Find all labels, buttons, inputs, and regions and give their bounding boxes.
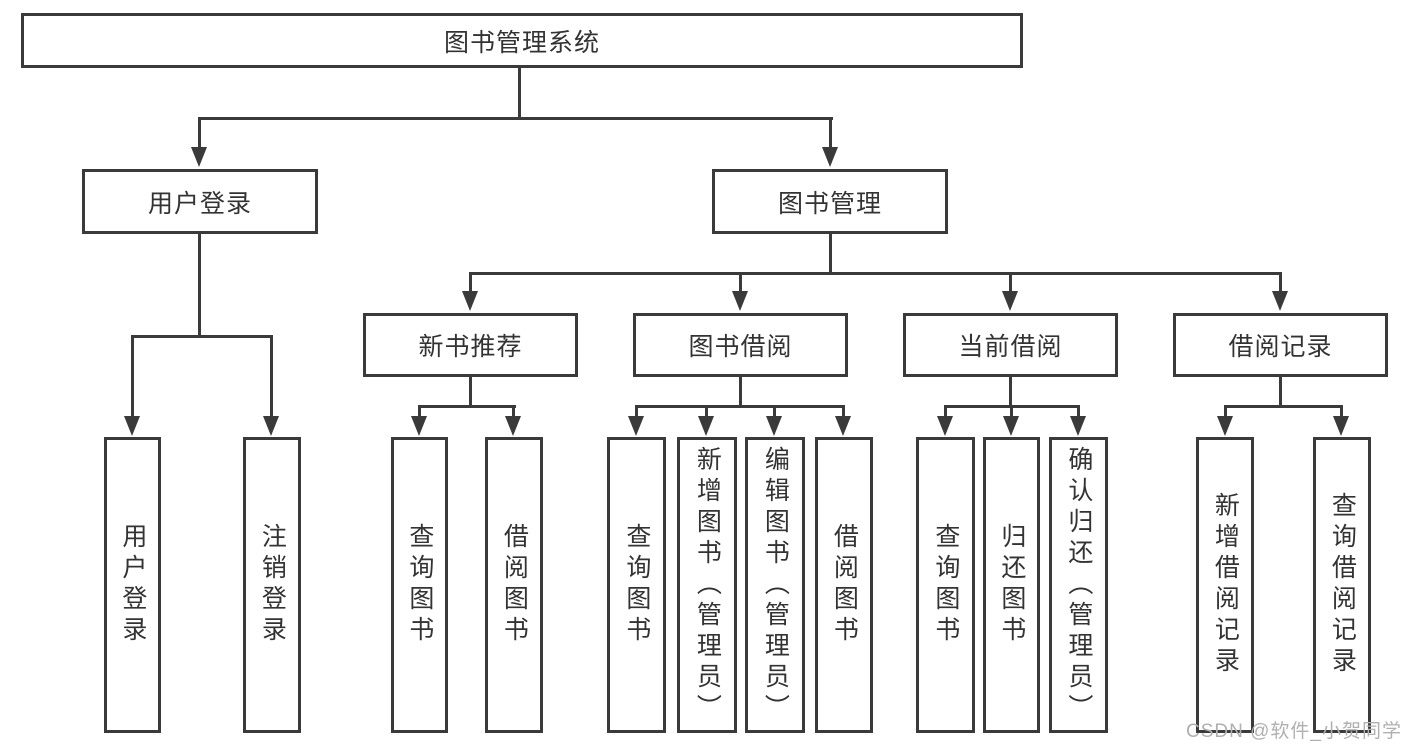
node-current-borrowing-label: 当前借阅 xyxy=(958,333,1063,361)
arrowhead-cb-return xyxy=(1003,416,1019,436)
connector-arrow-user-login xyxy=(198,117,201,150)
node-book-management: 图书管理 xyxy=(712,169,948,234)
leaf-cb-confirm-return-admin: 确认归还（管理员） xyxy=(1049,437,1108,733)
connector-arrow-nb-borrow xyxy=(512,405,515,420)
leaf-br-query-record: 查询借阅记录 xyxy=(1313,437,1371,733)
node-current-borrowing: 当前借阅 xyxy=(903,313,1118,377)
connector-arrow-br-add xyxy=(1224,405,1227,420)
leaf-bb-borrow-book-label: 借阅图书 xyxy=(830,523,859,647)
csdn-watermark: CSDN @软件_小贺同学 xyxy=(1186,721,1402,742)
connector-user-login-stem xyxy=(198,234,201,338)
connector-borrow-records-branch xyxy=(1224,405,1343,408)
leaf-bb-edit-book-admin: 编辑图书（管理员） xyxy=(745,437,805,733)
arrowhead-book-borrow xyxy=(732,291,748,311)
connector-book-borrow-stem xyxy=(739,377,742,408)
connector-arrow-current-borrow xyxy=(1009,272,1012,295)
connector-arrow-borrow-records xyxy=(1279,272,1282,295)
connector-arrow-new-book xyxy=(469,272,472,295)
leaf-nb-borrow-book-label: 借阅图书 xyxy=(500,523,529,647)
leaf-user-login: 用户登录 xyxy=(104,437,161,733)
arrowhead-bb-edit xyxy=(766,416,782,436)
leaf-logout: 注销登录 xyxy=(243,437,301,733)
arrowhead-bb-borrow xyxy=(835,416,851,436)
node-new-book-recommend-label: 新书推荐 xyxy=(418,333,523,361)
leaf-cb-return-book-label: 归还图书 xyxy=(997,523,1026,647)
connector-arrow-cb-query xyxy=(944,405,947,420)
node-new-book-recommend: 新书推荐 xyxy=(363,313,578,377)
leaf-br-add-record-label: 新增借阅记录 xyxy=(1211,492,1240,678)
node-user-login: 用户登录 xyxy=(82,169,318,234)
leaf-logout-label: 注销登录 xyxy=(258,523,287,647)
leaf-bb-edit-book-admin-label: 编辑图书（管理员） xyxy=(761,445,790,725)
arrowhead-book-mgmt xyxy=(822,147,838,167)
node-borrowing-records-label: 借阅记录 xyxy=(1228,333,1333,361)
connector-level3-branch xyxy=(469,272,1282,275)
arrowhead-bb-query xyxy=(628,416,644,436)
node-book-borrowing-label: 图书借阅 xyxy=(688,333,793,361)
connector-arrow-cb-confirm xyxy=(1077,405,1080,420)
connector-arrow-br-query xyxy=(1340,405,1343,420)
arrowhead-new-book xyxy=(462,291,478,311)
leaf-bb-query-book-label: 查询图书 xyxy=(622,523,651,647)
leaf-cb-return-book: 归还图书 xyxy=(983,437,1040,733)
connector-book-mgmt-stem xyxy=(829,234,832,275)
node-root: 图书管理系统 xyxy=(21,13,1023,68)
connector-arrow-bb-add xyxy=(705,405,708,420)
connector-arrow-bb-borrow xyxy=(842,405,845,420)
connector-user-login-branch xyxy=(131,335,272,338)
node-book-management-label: 图书管理 xyxy=(777,189,882,218)
connector-new-book-branch xyxy=(418,405,516,408)
arrowhead-borrow-records xyxy=(1272,291,1288,311)
arrowhead-br-add xyxy=(1217,416,1233,436)
arrowhead-leaf-login xyxy=(124,416,140,436)
leaf-br-add-record: 新增借阅记录 xyxy=(1196,437,1254,733)
leaf-cb-query-book-label: 查询图书 xyxy=(931,523,960,647)
node-user-login-label: 用户登录 xyxy=(147,189,252,218)
connector-new-book-stem xyxy=(469,377,472,408)
leaf-user-login-label: 用户登录 xyxy=(118,523,147,647)
arrowhead-bb-add xyxy=(698,416,714,436)
leaf-bb-query-book: 查询图书 xyxy=(607,437,666,733)
leaf-cb-confirm-return-admin-label: 确认归还（管理员） xyxy=(1064,445,1093,725)
leaf-bb-add-book-admin: 新增图书（管理员） xyxy=(677,437,737,733)
connector-arrow-bb-query xyxy=(635,405,638,420)
arrowhead-nb-query xyxy=(411,416,427,436)
leaf-bb-borrow-book: 借阅图书 xyxy=(815,437,873,733)
arrowhead-leaf-logout xyxy=(263,416,279,436)
node-book-borrowing: 图书借阅 xyxy=(633,313,848,377)
arrowhead-br-query xyxy=(1333,416,1349,436)
leaf-nb-borrow-book: 借阅图书 xyxy=(485,437,543,733)
connector-arrow-nb-query xyxy=(418,405,421,420)
node-root-label: 图书管理系统 xyxy=(443,28,600,57)
leaf-nb-query-book-label: 查询图书 xyxy=(405,523,434,647)
arrowhead-nb-borrow xyxy=(505,416,521,436)
leaf-cb-query-book: 查询图书 xyxy=(916,437,975,733)
connector-root-trunk xyxy=(518,68,521,120)
connector-current-borrow-stem xyxy=(1009,377,1012,408)
leaf-bb-add-book-admin-label: 新增图书（管理员） xyxy=(693,445,722,725)
connector-arrow-book-borrow xyxy=(739,272,742,295)
arrowhead-cb-confirm xyxy=(1070,416,1086,436)
leaf-nb-query-book: 查询图书 xyxy=(391,437,448,733)
arrowhead-user-login xyxy=(191,147,207,167)
connector-arrow-bb-edit xyxy=(773,405,776,420)
connector-level2-branch xyxy=(198,117,833,120)
connector-arrow-book-mgmt xyxy=(829,117,832,150)
node-borrowing-records: 借阅记录 xyxy=(1173,313,1388,377)
connector-borrow-records-stem xyxy=(1279,377,1282,408)
connector-arrow-leaf-login xyxy=(131,335,134,420)
arrowhead-cb-query xyxy=(937,416,953,436)
connector-book-borrow-branch xyxy=(635,405,845,408)
connector-arrow-leaf-logout xyxy=(270,335,273,420)
leaf-br-query-record-label: 查询借阅记录 xyxy=(1328,492,1357,678)
arrowhead-current-borrow xyxy=(1002,291,1018,311)
connector-arrow-cb-return xyxy=(1010,405,1013,420)
